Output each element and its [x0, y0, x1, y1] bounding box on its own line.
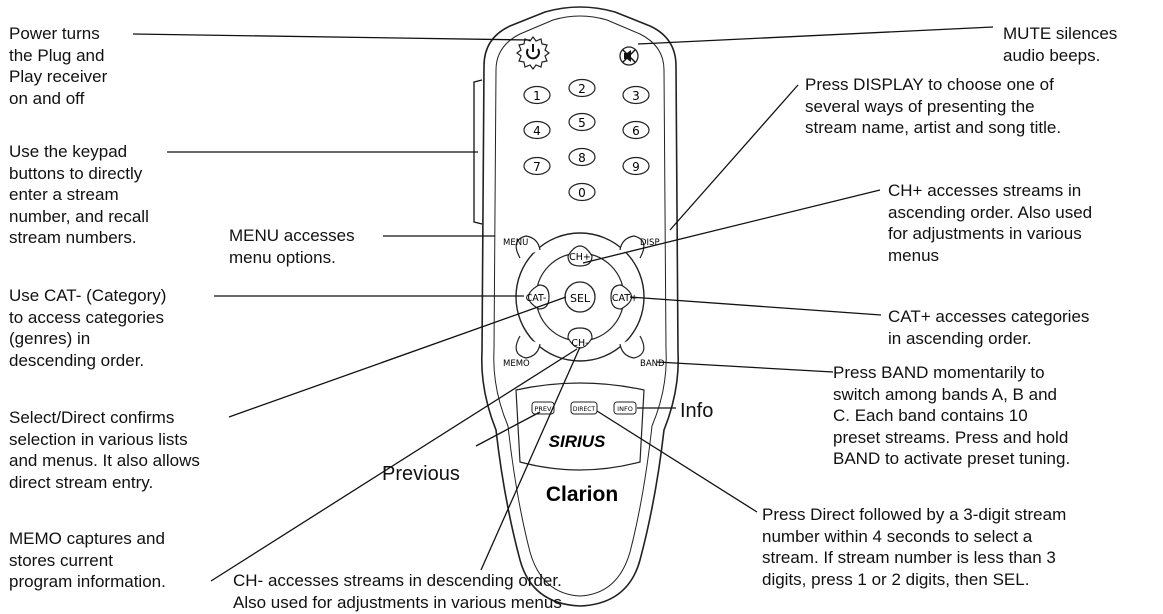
key-8[interactable]: 8: [568, 147, 596, 167]
menu-button-label[interactable]: MENU: [503, 238, 528, 248]
svg-text:9: 9: [632, 160, 640, 174]
disp-button-label[interactable]: DISP: [640, 238, 660, 248]
cat-minus-button[interactable]: CAT-: [526, 284, 550, 310]
select-callout: Select/Direct confirms selection in vari…: [9, 408, 200, 492]
svg-text:1: 1: [533, 89, 541, 103]
keypad-callout: Use the keypad buttons to directly enter…: [9, 142, 149, 247]
svg-text:4: 4: [533, 124, 541, 138]
mute-button[interactable]: [619, 46, 639, 66]
power-icon: [526, 44, 540, 60]
svg-text:CAT-: CAT-: [526, 293, 547, 304]
memo-button-label[interactable]: MEMO: [503, 359, 530, 369]
svg-text:3: 3: [632, 89, 640, 103]
power-button[interactable]: [516, 36, 550, 70]
svg-text:DIRECT: DIRECT: [573, 406, 596, 413]
mute-callout: MUTE silences audio beeps.: [1003, 24, 1118, 65]
svg-text:7: 7: [533, 160, 541, 174]
info-callout: Info: [680, 400, 714, 422]
svg-text:PREV: PREV: [535, 405, 553, 413]
prev-button[interactable]: PREV: [531, 401, 555, 415]
svg-text:0: 0: [578, 186, 586, 200]
memo-callout: MEMO captures and stores current program…: [9, 529, 166, 591]
svg-text:INFO: INFO: [617, 405, 633, 413]
svg-text:SEL: SEL: [570, 292, 591, 305]
cat-minus-callout: Use CAT- (Category) to access categories…: [9, 286, 167, 370]
nav-cluster: MENU DISP MEMO BAND CH+ CH- CAT- CAT+ SE…: [503, 232, 665, 369]
key-5[interactable]: 5: [568, 112, 596, 132]
ch-minus-button[interactable]: CH-: [567, 327, 593, 349]
sirius-logo: SIRIUS: [549, 432, 606, 451]
key-6[interactable]: 6: [622, 120, 650, 140]
svg-text:CH-: CH-: [571, 338, 588, 349]
direct-button[interactable]: DIRECT: [570, 401, 598, 415]
direct-callout: Press Direct followed by a 3-digit strea…: [762, 505, 1067, 589]
key-2[interactable]: 2: [568, 78, 596, 98]
svg-text:CAT+: CAT+: [612, 293, 638, 304]
cat-plus-callout: CAT+ accesses categories in ascending or…: [888, 307, 1090, 348]
previous-callout: Previous: [382, 463, 460, 485]
bottom-panel: [515, 382, 645, 471]
sel-button[interactable]: SEL: [564, 281, 596, 313]
svg-text:6: 6: [632, 124, 640, 138]
svg-text:CH+: CH+: [569, 252, 591, 263]
callout-lines: [132, 26, 994, 582]
keypad: 1 2 3 4 5 6 7 8 9 0: [523, 78, 650, 202]
ch-plus-callout: CH+ accesses streams in ascending order.…: [888, 181, 1093, 265]
key-9[interactable]: 9: [622, 156, 650, 176]
band-callout: Press BAND momentarily to switch among b…: [833, 363, 1071, 468]
menu-callout: MENU accesses menu options.: [229, 226, 355, 267]
ch-minus-callout: CH- accesses streams in descending order…: [233, 571, 562, 612]
band-button-label[interactable]: BAND: [640, 359, 665, 369]
key-7[interactable]: 7: [523, 156, 551, 176]
power-callout: Power turns the Plug and Play receiver o…: [9, 24, 108, 108]
mute-icon: [622, 49, 636, 63]
ch-plus-button[interactable]: CH+: [567, 245, 593, 267]
key-3[interactable]: 3: [622, 85, 650, 105]
key-1[interactable]: 1: [523, 85, 551, 105]
svg-text:5: 5: [578, 116, 586, 130]
clarion-logo: Clarion: [546, 483, 618, 506]
svg-text:2: 2: [578, 82, 586, 96]
svg-text:8: 8: [578, 151, 586, 165]
key-4[interactable]: 4: [523, 120, 551, 140]
info-button[interactable]: INFO: [613, 401, 637, 415]
display-callout: Press DISPLAY to choose one of several w…: [805, 75, 1062, 137]
key-0[interactable]: 0: [568, 182, 596, 202]
